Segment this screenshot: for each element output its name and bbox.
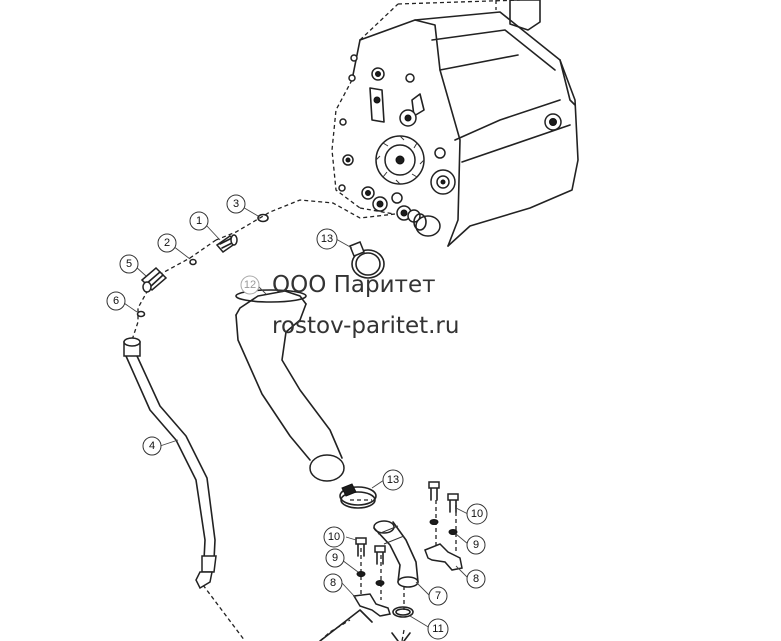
watermark-website: rostov-paritet.ru bbox=[272, 313, 460, 339]
callout-3: 3 bbox=[226, 194, 246, 214]
callout-13-lower: 13 bbox=[382, 469, 404, 491]
bolts-right bbox=[424, 481, 463, 571]
clamp-13-upper bbox=[349, 241, 385, 279]
tank-housing bbox=[331, 0, 579, 247]
svg-text:8: 8 bbox=[473, 573, 479, 585]
svg-text:10: 10 bbox=[471, 508, 483, 520]
callout-8-right: 8 bbox=[466, 569, 486, 589]
svg-text:4: 4 bbox=[149, 440, 155, 452]
callout-13-upper: 13 bbox=[316, 228, 338, 250]
elbow-pipe-7 bbox=[373, 520, 419, 588]
svg-text:9: 9 bbox=[332, 552, 338, 564]
callout-8-left: 8 bbox=[323, 573, 343, 593]
svg-text:1: 1 bbox=[196, 215, 202, 227]
svg-text:3: 3 bbox=[233, 198, 239, 210]
bolts-left bbox=[352, 537, 391, 617]
svg-text:8: 8 bbox=[330, 577, 336, 589]
svg-text:13: 13 bbox=[387, 474, 399, 486]
callout-7: 7 bbox=[428, 586, 448, 606]
svg-text:12: 12 bbox=[244, 279, 256, 291]
hose-12 bbox=[235, 289, 345, 482]
svg-text:11: 11 bbox=[432, 623, 443, 635]
svg-text:7: 7 bbox=[435, 590, 441, 602]
hose-4 bbox=[123, 337, 217, 590]
svg-text:5: 5 bbox=[126, 258, 132, 270]
callout-10-right: 10 bbox=[466, 503, 488, 525]
assembly-lines bbox=[131, 199, 457, 641]
callout-12: 12 bbox=[240, 275, 260, 295]
bottom-fragment bbox=[319, 609, 411, 641]
svg-text:13: 13 bbox=[321, 233, 333, 245]
callout-5: 5 bbox=[119, 254, 139, 274]
clamp-13-lower bbox=[339, 483, 377, 509]
fittings bbox=[136, 213, 269, 318]
callout-1: 1 bbox=[189, 211, 209, 231]
svg-text:2: 2 bbox=[164, 237, 170, 249]
callout-11: 11 bbox=[427, 618, 449, 640]
callout-2: 2 bbox=[157, 233, 177, 253]
callout-9-left: 9 bbox=[325, 548, 345, 568]
svg-text:6: 6 bbox=[113, 295, 119, 307]
callout-9-right: 9 bbox=[466, 535, 486, 555]
svg-text:9: 9 bbox=[473, 539, 479, 551]
svg-text:10: 10 bbox=[328, 531, 340, 543]
callout-10-left: 10 bbox=[323, 526, 345, 548]
callout-4: 4 bbox=[142, 436, 162, 456]
gasket-11 bbox=[392, 606, 414, 618]
watermark-company: ООО Паритет bbox=[272, 272, 436, 298]
callout-6: 6 bbox=[106, 291, 126, 311]
